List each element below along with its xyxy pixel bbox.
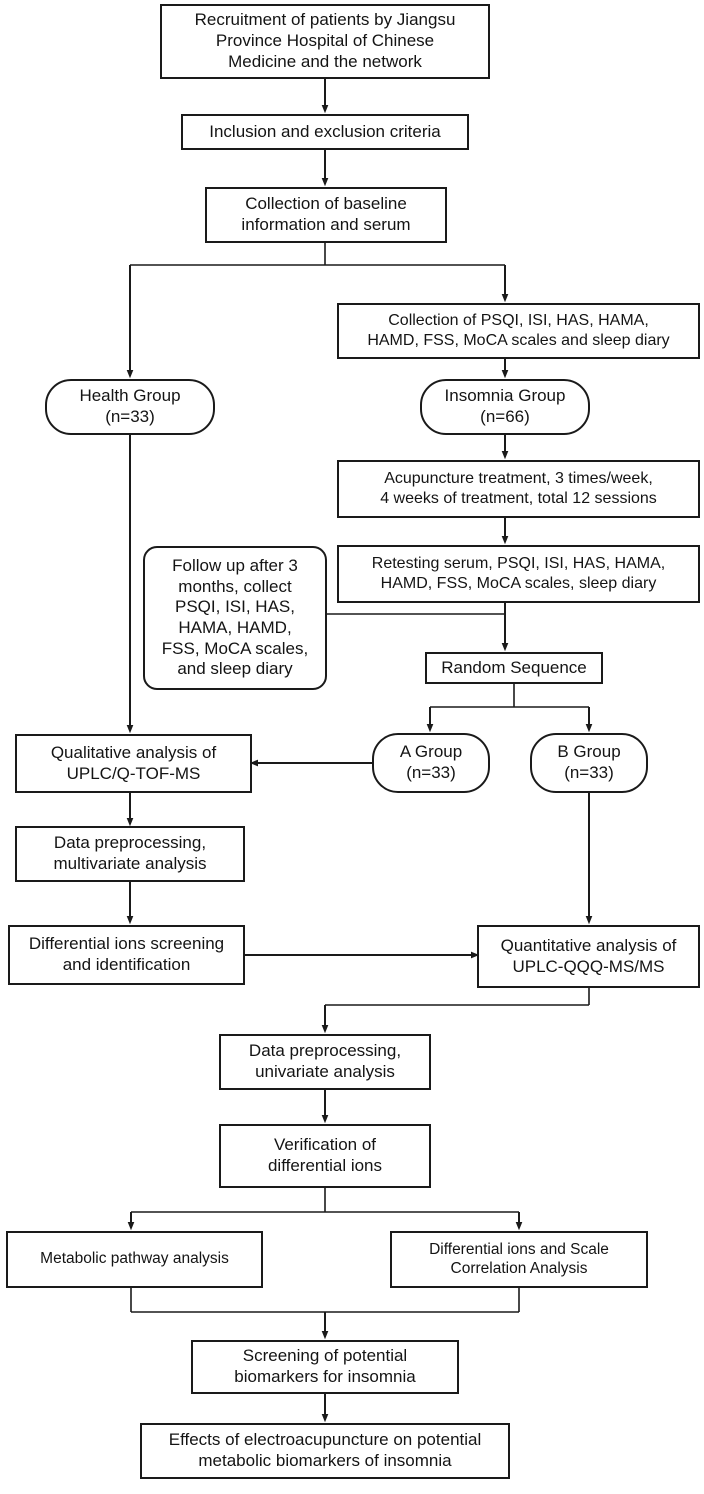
node-scales-collection: Collection of PSQI, ISI, HAS, HAMA, HAMD…: [337, 303, 700, 359]
node-a-group: A Group (n=33): [372, 733, 490, 793]
node-metabolic-pathway-analysis: Metabolic pathway analysis: [6, 1231, 263, 1288]
node-verification-differential-ions: Verification of differential ions: [219, 1124, 431, 1188]
node-b-group: B Group (n=33): [530, 733, 648, 793]
node-random-sequence: Random Sequence: [425, 652, 603, 684]
node-preprocessing-multivariate: Data preprocessing, multivariate analysi…: [15, 826, 245, 882]
node-screening-biomarkers: Screening of potential biomarkers for in…: [191, 1340, 459, 1394]
node-insomnia-group: Insomnia Group (n=66): [420, 379, 590, 435]
node-baseline-collection: Collection of baseline information and s…: [205, 187, 447, 243]
node-recruitment: Recruitment of patients by Jiangsu Provi…: [160, 4, 490, 79]
node-follow-up: Follow up after 3 months, collect PSQI, …: [143, 546, 327, 690]
node-inclusion-criteria: Inclusion and exclusion criteria: [181, 114, 469, 150]
node-preprocessing-univariate: Data preprocessing, univariate analysis: [219, 1034, 431, 1090]
node-qualitative-analysis: Qualitative analysis of UPLC/Q-TOF-MS: [15, 734, 252, 793]
node-differential-ions-screening: Differential ions screening and identifi…: [8, 925, 245, 985]
node-correlation-analysis: Differential ions and Scale Correlation …: [390, 1231, 648, 1288]
node-effects-electroacupuncture: Effects of electroacupuncture on potenti…: [140, 1423, 510, 1479]
node-health-group: Health Group (n=33): [45, 379, 215, 435]
node-acupuncture-treatment: Acupuncture treatment, 3 times/week, 4 w…: [337, 460, 700, 518]
node-quantitative-analysis: Quantitative analysis of UPLC-QQQ-MS/MS: [477, 925, 700, 988]
node-retesting: Retesting serum, PSQI, ISI, HAS, HAMA, H…: [337, 545, 700, 603]
